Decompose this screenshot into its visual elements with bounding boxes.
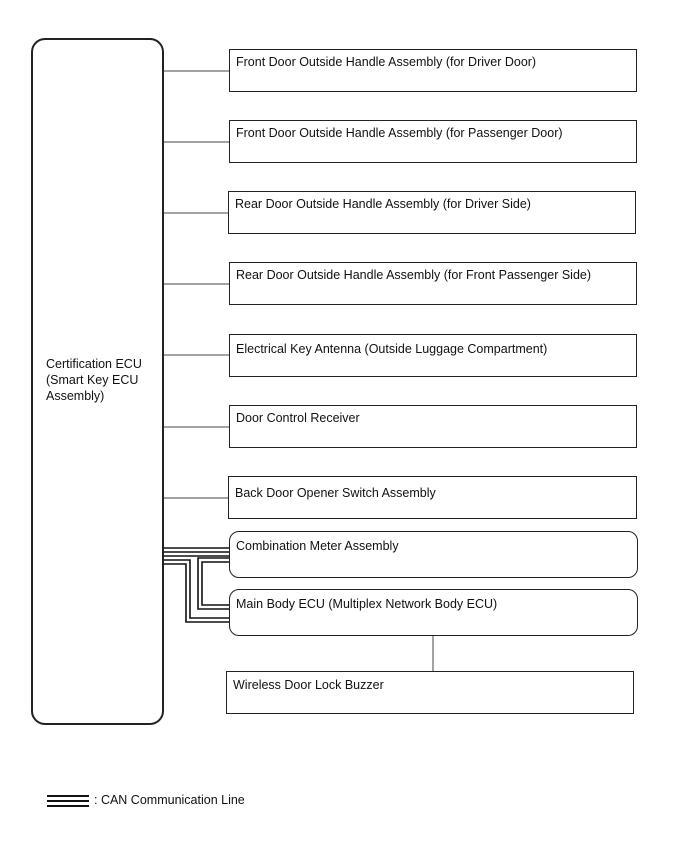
component-label: Front Door Outside Handle Assembly (for …: [236, 126, 563, 140]
component-wireless-door-lock-buzzer: Wireless Door Lock Buzzer: [226, 671, 634, 714]
component-label: Electrical Key Antenna (Outside Luggage …: [236, 342, 548, 356]
component-label: Combination Meter Assembly: [236, 539, 399, 553]
can-line-main-body-ecu: [164, 557, 230, 623]
certification-ecu-label: Certification ECU (Smart Key ECU Assembl…: [46, 356, 162, 404]
can-line-combination-meter: [164, 547, 230, 557]
can-line-legend-icon: [47, 795, 89, 807]
component-label: Front Door Outside Handle Assembly (for …: [236, 55, 537, 69]
ecu-label-line: (Smart Key ECU: [46, 373, 139, 387]
component-back-door-switch: Back Door Opener Switch Assembly: [228, 476, 637, 519]
component-label: Rear Door Outside Handle Assembly (for F…: [236, 268, 592, 282]
component-rear-door-driver: Rear Door Outside Handle Assembly (for D…: [228, 191, 636, 234]
component-main-body-ecu: Main Body ECU (Multiplex Network Body EC…: [229, 589, 638, 636]
component-front-door-passenger: Front Door Outside Handle Assembly (for …: [229, 120, 637, 163]
component-label: Rear Door Outside Handle Assembly (for D…: [235, 197, 531, 211]
component-door-control-receiver: Door Control Receiver: [229, 405, 637, 448]
ecu-label-line: Assembly): [46, 389, 105, 403]
component-rear-door-passenger: Rear Door Outside Handle Assembly (for F…: [229, 262, 637, 305]
ecu-label-line: Certification ECU: [46, 357, 142, 371]
component-combination-meter: Combination Meter Assembly: [229, 531, 638, 578]
component-key-antenna: Electrical Key Antenna (Outside Luggage …: [229, 334, 637, 377]
component-front-door-driver: Front Door Outside Handle Assembly (for …: [229, 49, 637, 92]
component-label: Door Control Receiver: [236, 411, 360, 425]
certification-ecu-box: Certification ECU (Smart Key ECU Assembl…: [31, 38, 164, 725]
component-label: Wireless Door Lock Buzzer: [233, 678, 384, 692]
legend-label: : CAN Communication Line: [94, 793, 245, 807]
component-label: Back Door Opener Switch Assembly: [235, 486, 436, 500]
component-label: Main Body ECU (Multiplex Network Body EC…: [236, 597, 498, 611]
